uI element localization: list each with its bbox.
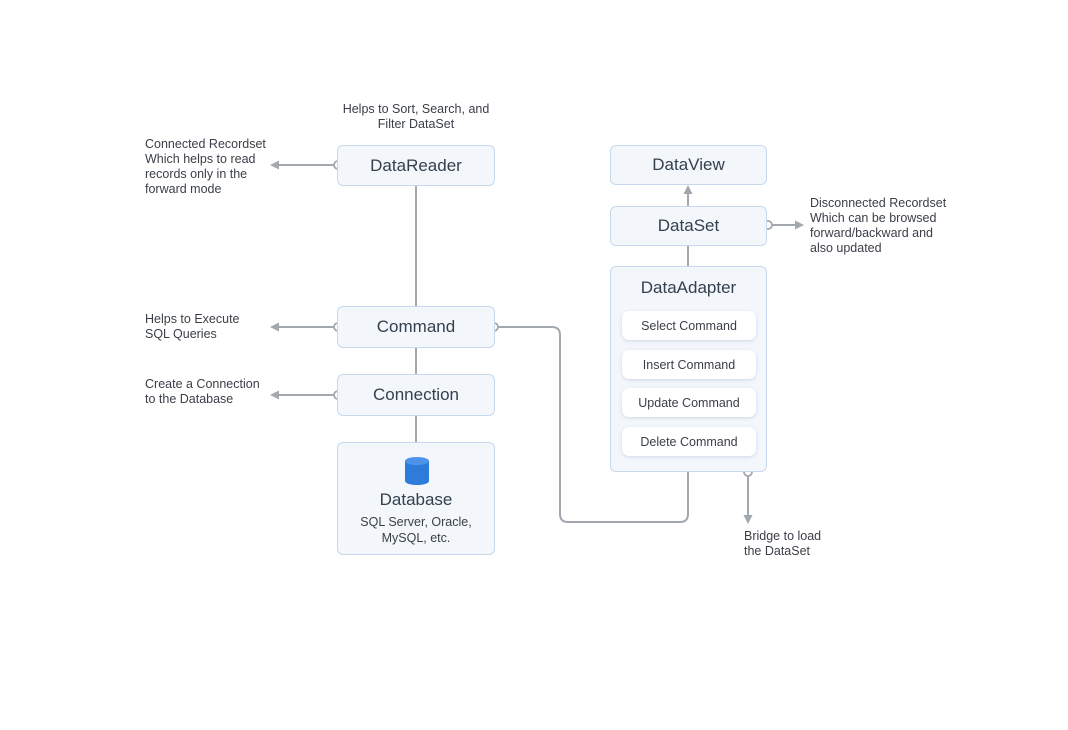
note-line: also updated [810, 241, 882, 255]
note-line: Which helps to read [145, 152, 256, 166]
note-line: Helps to Execute [145, 312, 240, 326]
note-line: to the Database [145, 392, 234, 406]
delete-command: Delete Command [622, 427, 756, 456]
arrowhead-adapter-note [743, 515, 753, 524]
note-line: Filter DataSet [377, 117, 455, 131]
dataadapter-node: DataAdapter Select Command Insert Comman… [610, 266, 767, 472]
select-command: Select Command [622, 311, 756, 340]
note-line: Connected Recordset [145, 137, 266, 151]
note-line: Bridge to load [744, 529, 822, 543]
note-line: SQL Queries [145, 327, 217, 341]
arrowhead-command-note [270, 322, 279, 332]
note-line: Which can be browsed [810, 211, 937, 225]
note-line: Disconnected Recordset [810, 196, 947, 210]
datareader-node: DataReader [337, 145, 495, 186]
database-subtitle: SQL Server, Oracle, MySQL, etc. [348, 514, 484, 546]
dataview-node: DataView [610, 145, 767, 185]
command-left-note: Helps to Execute SQL Queries [145, 312, 240, 342]
database-title: Database [379, 490, 453, 509]
note-line: Create a Connection [145, 377, 260, 391]
arrowhead-dataset-note [795, 220, 804, 230]
connector-command-dataadapter [498, 326, 689, 523]
database-node: Database SQL Server, Oracle, MySQL, etc. [337, 442, 495, 555]
dataset-node: DataSet [610, 206, 767, 246]
connection-left-note: Create a Connection to the Database [145, 377, 260, 407]
dataset-right-note: Disconnected Recordset Which can be brow… [810, 196, 946, 256]
arrowhead-datareader-note [270, 160, 279, 170]
note-line: forward/backward and [810, 226, 933, 240]
note-line: records only in the [145, 167, 248, 181]
dataadapter-title: DataAdapter [640, 278, 737, 297]
insert-command: Insert Command [622, 350, 756, 379]
command-node: Command [337, 306, 495, 348]
note-line: the DataSet [744, 544, 811, 558]
database-icon [405, 457, 429, 485]
adapter-bottom-note: Bridge to load the DataSet [744, 529, 821, 559]
datareader-top-note: Helps to Sort, Search, and Filter DataSe… [336, 102, 496, 132]
note-line: Helps to Sort, Search, and [342, 102, 490, 116]
arrowhead-connection-note [270, 390, 279, 400]
arrowhead-dataview [683, 185, 693, 194]
connection-node: Connection [337, 374, 495, 416]
note-line: forward mode [145, 182, 222, 196]
datareader-left-note: Connected Recordset Which helps to read … [145, 137, 266, 197]
update-command: Update Command [622, 388, 756, 417]
database-subtitle-line: SQL Server, Oracle, [360, 515, 472, 529]
database-subtitle-line: MySQL, etc. [381, 531, 451, 545]
